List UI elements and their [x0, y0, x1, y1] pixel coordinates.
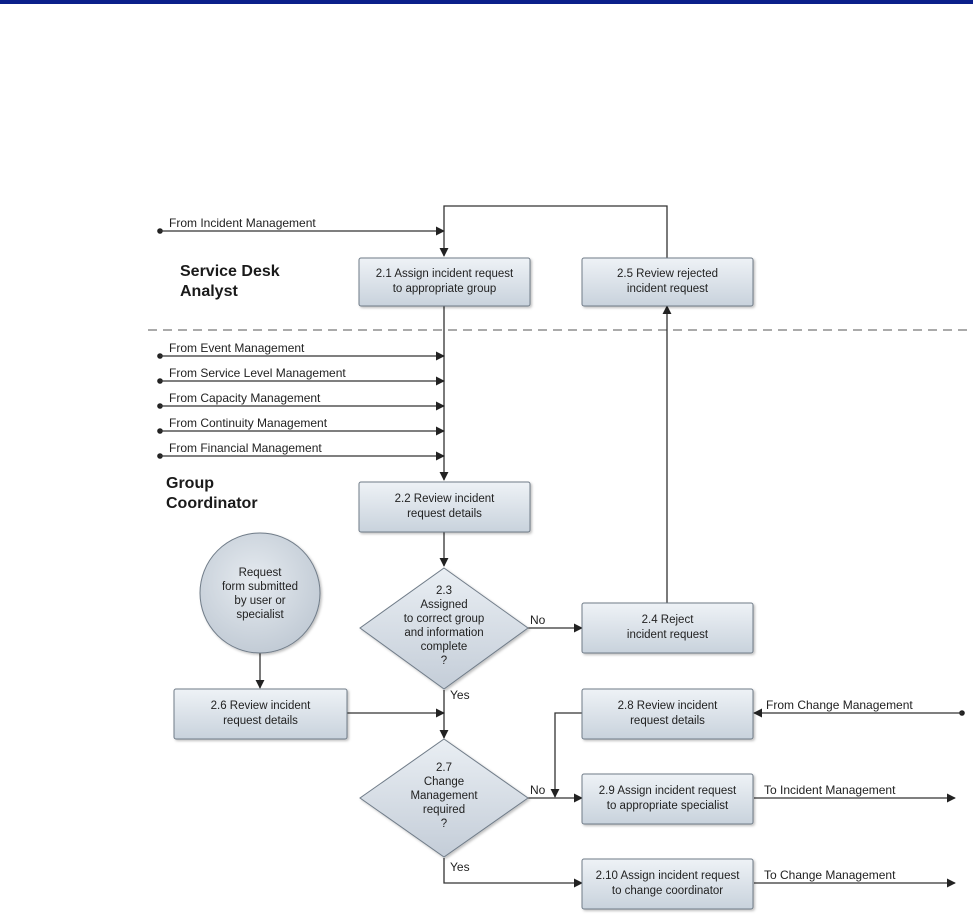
decision-2-3-line-2: Assigned: [420, 599, 467, 611]
decision-2-3-line-3: to correct group: [404, 613, 485, 625]
start-event-line-2: form submitted: [222, 581, 298, 593]
step-2-9-line-2: to appropriate specialist: [607, 800, 729, 812]
step-2-5-line-2: incident request: [627, 283, 709, 295]
decision-2-7-line-5: ?: [441, 818, 447, 830]
input-label-capacity: From Capacity Management: [169, 391, 321, 405]
step-2-4-line-2: incident request: [627, 629, 709, 641]
step-2-4: 2.4 Reject incident request: [581, 602, 754, 654]
edge-label-no-1: No: [530, 613, 546, 627]
decision-2-3: 2.3 Assigned to correct group and inform…: [359, 567, 529, 690]
edge-label-yes-2: Yes: [450, 860, 470, 874]
step-2-10-line-2: to change coordinator: [612, 885, 723, 897]
step-2-6-line-2: request details: [223, 715, 298, 727]
decision-2-3-line-1: 2.3: [436, 585, 452, 597]
step-2-2-line-2: request details: [407, 508, 482, 520]
input-label-change: From Change Management: [766, 698, 913, 712]
decision-2-7-line-4: required: [423, 804, 465, 816]
output-label-incident: To Incident Management: [764, 783, 896, 797]
lane-group-coordinator-title-2: Coordinator: [166, 495, 258, 512]
step-2-6: 2.6 Review incident request details: [173, 688, 348, 740]
decision-2-7: 2.7 Change Management required ?: [359, 738, 529, 858]
step-2-10-line-1: 2.10 Assign incident request: [596, 870, 741, 882]
edge-2-7-yes-to-2-10: [443, 858, 583, 888]
edge-label-no-2: No: [530, 783, 546, 797]
decision-2-7-line-1: 2.7: [436, 762, 452, 774]
step-2-1-line-2: to appropriate group: [393, 283, 497, 295]
input-label-financial: From Financial Management: [169, 441, 322, 455]
input-label-service-level: From Service Level Management: [169, 366, 346, 380]
output-label-change: To Change Management: [764, 868, 896, 882]
step-2-10: 2.10 Assign incident request to change c…: [581, 858, 754, 910]
step-2-6-line-1: 2.6 Review incident: [211, 700, 312, 712]
step-2-9-line-1: 2.9 Assign incident request: [599, 785, 737, 797]
step-2-9: 2.9 Assign incident request to appropria…: [581, 773, 754, 825]
lane-service-desk-title-1: Service Desk: [180, 263, 280, 280]
step-2-8-line-2: request details: [630, 715, 705, 727]
decision-2-3-line-4: and information: [404, 627, 483, 639]
input-label-continuity: From Continuity Management: [169, 416, 328, 430]
start-event-line-4: specialist: [236, 609, 284, 621]
step-2-2: 2.2 Review incident request details: [358, 481, 531, 533]
step-2-5: 2.5 Review rejected incident request: [581, 257, 754, 307]
step-2-2-line-1: 2.2 Review incident: [395, 493, 496, 505]
step-2-5-line-1: 2.5 Review rejected: [617, 268, 718, 280]
step-2-1-line-1: 2.1 Assign incident request: [376, 268, 514, 280]
header-bar: [0, 0, 973, 4]
edge-2-5-to-2-1: [439, 205, 668, 258]
input-label-incident: From Incident Management: [169, 216, 316, 230]
decision-2-3-line-5: complete: [421, 641, 468, 653]
start-event-line-1: Request: [239, 567, 283, 579]
input-label-event: From Event Management: [169, 341, 305, 355]
edge-label-yes-1: Yes: [450, 688, 470, 702]
step-2-8: 2.8 Review incident request details: [581, 688, 754, 740]
start-event: Request form submitted by user or specia…: [199, 532, 321, 654]
decision-2-7-line-3: Management: [410, 790, 478, 802]
start-event-line-3: by user or: [234, 595, 285, 607]
decision-2-3-line-6: ?: [441, 655, 447, 667]
lane-group-coordinator-title-1: Group: [166, 475, 214, 492]
step-2-4-line-1: 2.4 Reject: [642, 614, 695, 626]
lane-service-desk-title-2: Analyst: [180, 283, 238, 300]
edge-2-8-to-2-9: [550, 712, 582, 798]
step-2-8-line-1: 2.8 Review incident: [618, 700, 719, 712]
step-2-1: 2.1 Assign incident request to appropria…: [358, 257, 531, 307]
decision-2-7-line-2: Change: [424, 776, 464, 788]
